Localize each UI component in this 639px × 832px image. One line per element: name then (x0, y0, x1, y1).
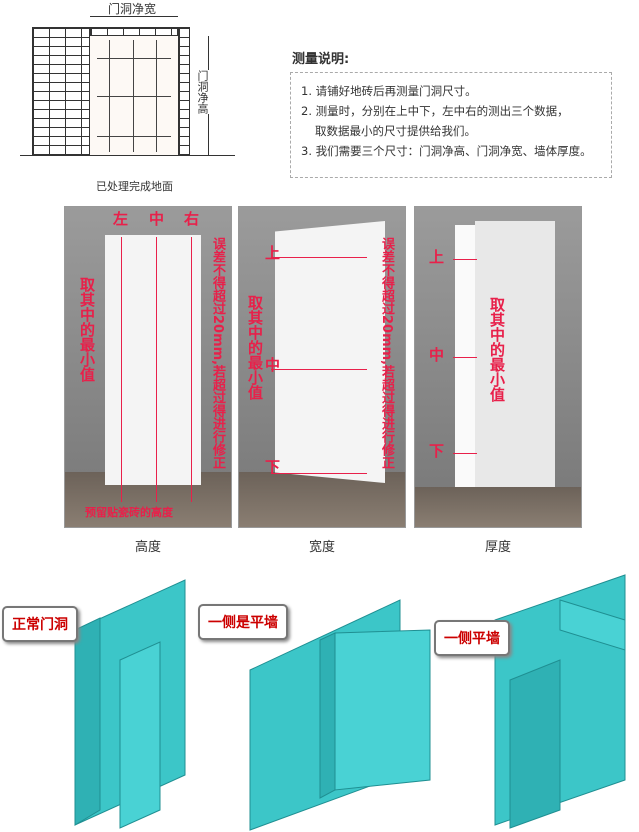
brick-wall-left (32, 27, 90, 155)
photo-thickness: 上 中 下 取其中的最小值 (414, 206, 582, 528)
mark-center: 中 (149, 210, 165, 228)
caption-thickness: 厚度 (484, 540, 511, 555)
tolerance-text: 误差不得超过20mm,若超过得进行修正 (379, 237, 394, 470)
mark-bottom: 下 (265, 458, 281, 476)
mark-right: 右 (184, 210, 200, 228)
mark-top: 上 (429, 248, 445, 266)
min-value-text: 取其中的最小值 (78, 277, 96, 382)
photo-height: 左 中 右 取其中的最小值 误差不得超过20mm,若超过得进行修正 预留贴瓷砖的… (64, 206, 232, 528)
notes-title: 测量说明: (292, 52, 350, 67)
note-item: 2. 测量时，分别在上中下，左中右的测出三个数据， (301, 104, 569, 118)
tile-height-text: 预留贴瓷砖的高度 (85, 506, 173, 519)
mark-bottom: 下 (429, 442, 445, 460)
note-item: 取数据最小的尺寸提供给我们。 (315, 124, 476, 138)
label-one-side-flat: 一侧平墙 (434, 620, 510, 656)
note-item: 1. 请铺好地砖后再测量门洞尺寸。 (301, 84, 477, 98)
tolerance-text: 误差不得超过20mm,若超过得进行修正 (210, 237, 225, 470)
min-value-text: 取其中的最小值 (246, 295, 264, 400)
note-item: 3. 我们需要三个尺寸：门洞净高、门洞净宽、墙体厚度。 (301, 144, 592, 158)
door-diagram: 门洞净宽 门洞净高 已处理完成地面 (20, 0, 240, 195)
label-normal-opening: 正常门洞 (2, 606, 78, 642)
brick-lintel (90, 27, 178, 36)
brick-wall-right (178, 27, 190, 155)
height-label: 门洞净高 (194, 70, 210, 114)
mark-left: 左 (113, 210, 129, 228)
mark-middle: 中 (429, 346, 445, 364)
label-one-side-wall: 一侧是平墙 (198, 604, 288, 640)
caption-width: 宽度 (308, 540, 335, 555)
mark-top: 上 (265, 244, 281, 262)
min-value-text: 取其中的最小值 (488, 297, 506, 402)
floor-label: 已处理完成地面 (96, 180, 173, 193)
width-label: 门洞净宽 (108, 2, 157, 16)
wall-types-illustration (74, 574, 626, 831)
notes-box: 1. 请铺好地砖后再测量门洞尺寸。 2. 测量时，分别在上中下，左中右的测出三个… (290, 72, 612, 178)
mark-middle: 中 (265, 356, 281, 374)
caption-height: 高度 (134, 540, 161, 555)
photo-width: 上 中 下 取其中的最小值 误差不得超过20mm,若超过得进行修正 (238, 206, 406, 528)
